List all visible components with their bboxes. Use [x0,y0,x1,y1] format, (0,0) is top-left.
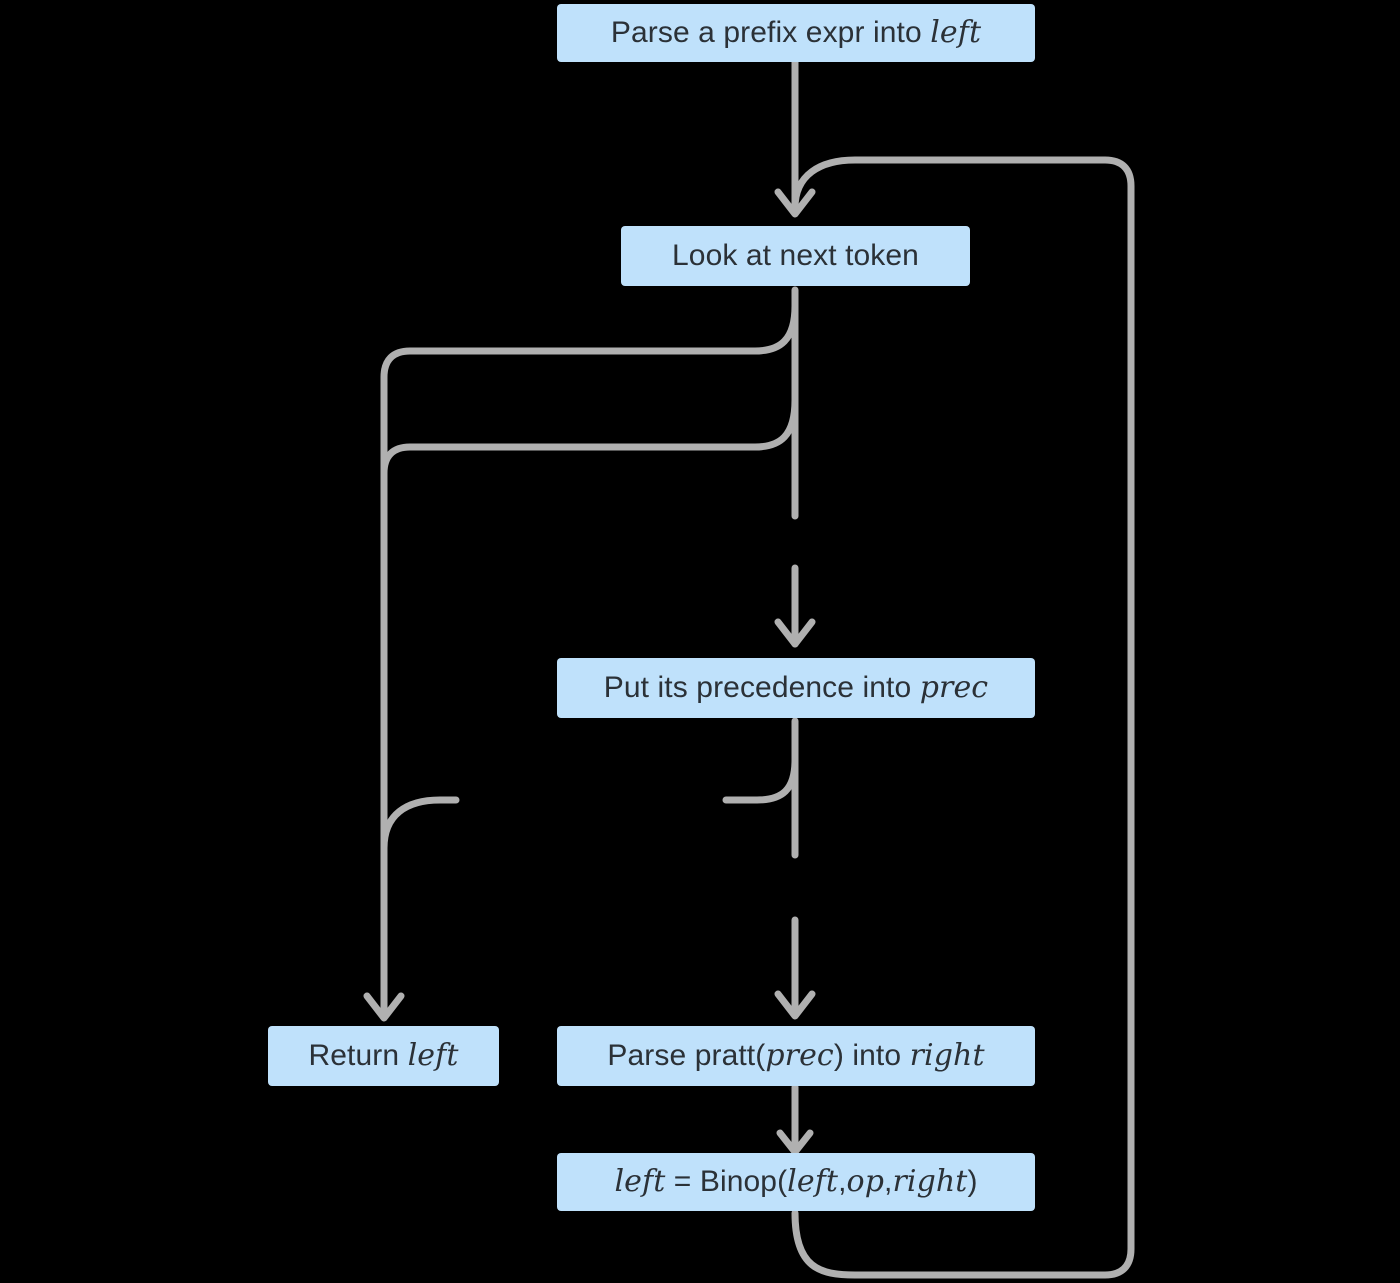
edge-left-rail-join-b [380,443,679,477]
arrowhead-prec-to-pratt [774,990,816,1020]
text-run-italic: right [909,1038,985,1073]
text-run-italic: left [787,1164,839,1199]
arrowhead-to-return-left [363,992,405,1022]
text-run: Parse a prefix expr into [610,16,931,49]
node-parse-prefix[interactable]: Parse a prefix expr into left [557,4,1035,62]
edge-look-branch-a [515,302,799,355]
edge-look-branch-b [671,396,799,451]
text-run: Look at next token [672,239,919,272]
text-run: ) [967,1165,978,1198]
node-return-left[interactable]: Return left [268,1026,499,1086]
node-parse-pratt[interactable]: Parse pratt(prec) into right [557,1026,1035,1086]
text-run-italic: prec [919,670,989,705]
node-put-precedence-label: Put its precedence into prec [604,673,988,703]
text-run: , [884,1165,893,1198]
edge-prec-branch [722,756,799,804]
text-run-italic: left [614,1164,666,1199]
text-run: ) into [833,1039,910,1072]
node-look-next-token-label: Look at next token [672,241,919,271]
text-run: Put its precedence into [603,671,920,704]
node-look-next-token[interactable]: Look at next token [621,226,970,286]
arrowhead-look-to-prec [774,618,816,648]
arrowhead-prefix-to-look [774,188,816,218]
node-parse-pratt-label: Parse pratt(prec) into right [607,1041,984,1071]
node-assign-binop-label: left = Binop(left,op,right) [614,1167,977,1197]
text-run-italic: left [930,15,982,50]
node-put-precedence[interactable]: Put its precedence into prec [557,658,1035,718]
text-run: Parse pratt( [607,1039,766,1072]
text-run: = Binop( [665,1165,788,1198]
edge-binop-loopback [791,156,1135,1279]
text-run-italic: prec [765,1038,834,1073]
text-run-italic: left [407,1038,459,1073]
node-assign-binop[interactable]: left = Binop(left,op,right) [557,1153,1035,1211]
edge-left-rail-join-c [380,796,460,852]
edge-left-rail [380,347,523,1016]
arrowhead-pratt-to-binop [776,1129,814,1156]
text-run-italic: right [892,1164,968,1199]
text-run: Return [308,1039,408,1072]
node-parse-prefix-label: Parse a prefix expr into left [611,18,981,48]
node-return-left-label: Return left [308,1041,458,1071]
text-run: , [838,1165,847,1198]
text-run-italic: op [846,1164,884,1199]
